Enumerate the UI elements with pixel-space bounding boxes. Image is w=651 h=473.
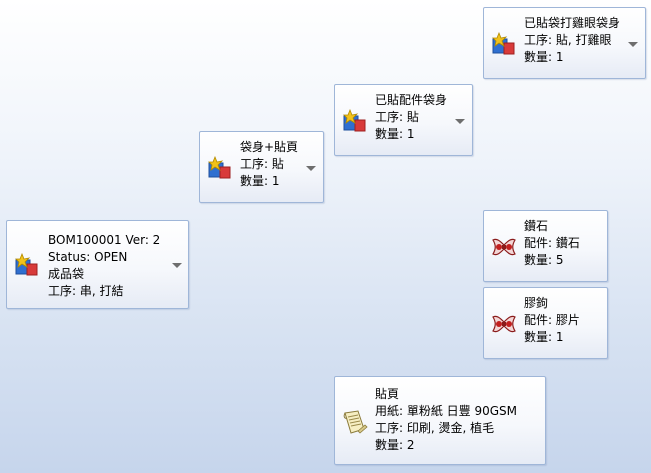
node-quantity: 數量: 1 [524,330,564,344]
bom-node-glue-hook[interactable]: 膠鉤 配件: 膠片 數量: 1 [483,287,608,359]
accessory-icon [491,235,516,259]
node-name: 成品袋 [48,267,85,281]
node-title: 鑽石 [524,219,549,233]
node-quantity: 數量: 5 [524,253,564,267]
node-process: 工序: 印刷, 燙金, 植毛 [375,421,495,435]
node-material: 用紙: 單粉紙 日豐 90GSM [375,404,518,418]
bom-node-bag-body[interactable]: 袋身+貼頁 工序: 貼 數量: 1 [199,131,324,203]
assembly-icon [208,155,232,180]
assembly-icon [15,252,39,277]
assembly-icon [343,108,367,133]
node-title: 已貼配件袋身 [375,93,448,107]
node-quantity: 數量: 1 [524,50,564,64]
node-quantity: 數量: 1 [375,127,415,141]
node-process: 工序: 串, 打結 [48,284,124,298]
assembly-icon [492,31,516,56]
expand-arrow-icon[interactable] [306,166,316,171]
node-title: 膠鉤 [524,296,549,310]
node-process: 工序: 貼, 打雞眼 [524,33,612,47]
bom-node-sticker-page[interactable]: 貼頁 用紙: 單粉紙 日豐 90GSM 工序: 印刷, 燙金, 植毛 數量: 2 [334,376,546,465]
expand-arrow-icon[interactable] [172,263,182,268]
node-title: 貼頁 [375,387,400,401]
bom-node-attached-eyelet[interactable]: 已貼袋打雞眼袋身 工序: 貼, 打雞眼 數量: 1 [483,7,646,79]
node-title: 袋身+貼頁 [240,140,299,154]
expand-arrow-icon[interactable] [455,119,465,124]
node-quantity: 數量: 2 [375,438,415,452]
node-status: Status: OPEN [48,250,128,264]
paper-icon [342,409,368,434]
bom-node-attached-parts[interactable]: 已貼配件袋身 工序: 貼 數量: 1 [334,84,473,156]
node-title: BOM100001 Ver: 2 [48,233,161,247]
node-quantity: 數量: 1 [240,174,280,188]
node-process: 工序: 貼 [375,110,419,124]
node-title: 已貼袋打雞眼袋身 [524,16,621,30]
bom-node-rhinestone[interactable]: 鑽石 配件: 鑽石 數量: 5 [483,210,608,282]
node-accessory: 配件: 鑽石 [524,236,580,250]
node-accessory: 配件: 膠片 [524,313,580,327]
node-process: 工序: 貼 [240,157,284,171]
bom-node-root[interactable]: BOM100001 Ver: 2 Status: OPEN 成品袋 工序: 串,… [6,220,189,309]
accessory-icon [491,312,516,336]
expand-arrow-icon[interactable] [628,42,638,47]
